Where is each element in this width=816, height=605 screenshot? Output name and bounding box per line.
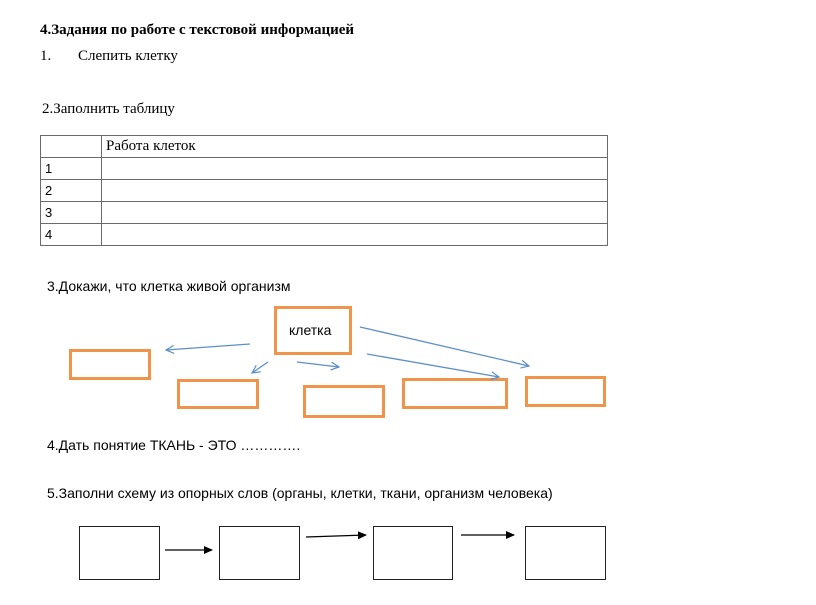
task-5-text: 5.Заполни схему из опорных слов (органы,… — [47, 485, 553, 501]
cell-center-label: клетка — [289, 322, 332, 338]
proof-box-1[interactable] — [69, 349, 151, 380]
proof-box-2[interactable] — [177, 379, 259, 409]
arrow-to-box-3 — [296, 361, 339, 367]
proof-box-4[interactable] — [402, 378, 508, 409]
arrow-to-box-5 — [359, 326, 529, 366]
work-table: Работа клеток 1 2 3 4 — [40, 135, 608, 246]
scheme-box-3[interactable] — [373, 526, 453, 580]
task-3-text: 3.Докажи, что клетка живой организм — [47, 278, 291, 294]
table-cell-answer[interactable] — [101, 223, 608, 246]
scheme-box-4[interactable] — [525, 526, 606, 580]
table-row: 3 — [40, 201, 608, 224]
cell-center-box: клетка — [274, 306, 352, 355]
arrow-to-box-1 — [166, 343, 251, 350]
task-2-text: 2.Заполнить таблицу — [42, 101, 175, 117]
task-4-text: 4.Дать понятие ТКАНЬ - ЭТО …………. — [47, 437, 301, 453]
scheme-box-2[interactable] — [219, 526, 300, 580]
proof-box-3[interactable] — [303, 385, 385, 418]
flow-arrow-2 — [305, 531, 367, 540]
arrow-to-box-4 — [366, 353, 499, 377]
page-heading: 4.Задания по работе с текстовой информац… — [40, 22, 355, 38]
arrow-to-box-2 — [252, 361, 269, 373]
task-1-text: Слепить клетку — [78, 48, 178, 64]
scheme-box-1[interactable] — [79, 526, 160, 580]
table-row: 4 — [40, 223, 608, 246]
task-1-number: 1. — [40, 48, 52, 64]
proof-box-5[interactable] — [525, 376, 606, 407]
